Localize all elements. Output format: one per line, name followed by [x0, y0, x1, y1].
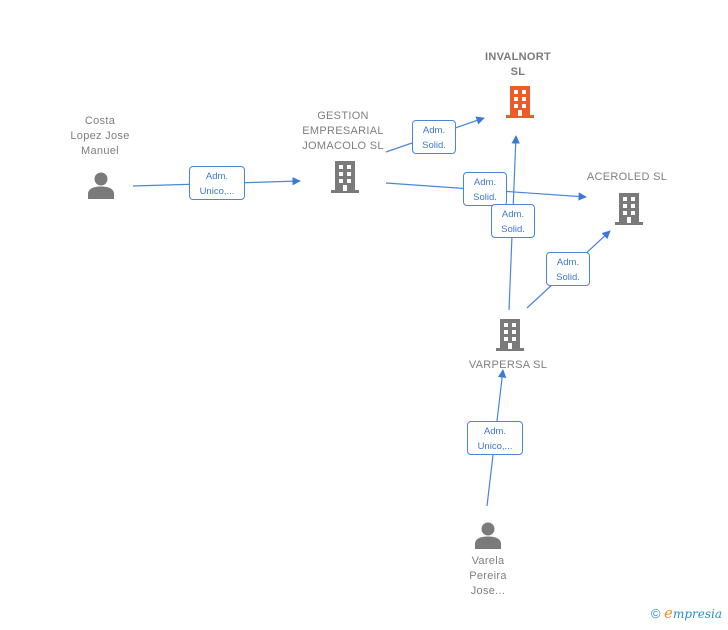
- edge-label-varpersa-invalnort[interactable]: Adm. Solid.: [491, 204, 535, 238]
- node-label: Varela Pereira Jose...: [469, 555, 507, 597]
- building-icon[interactable]: [613, 192, 645, 226]
- edge-label-costa-gestion[interactable]: Adm. Unico,...: [189, 166, 245, 200]
- brand-name: empresia: [664, 604, 722, 622]
- edge-label-line1: Adm.: [556, 257, 580, 268]
- building-icon[interactable]: [494, 318, 526, 352]
- person-icon[interactable]: [86, 170, 116, 200]
- node-person-varela[interactable]: Varela Pereira Jose...: [438, 554, 538, 599]
- node-label: Costa Lopez Jose Manuel: [70, 115, 130, 157]
- edge-label-gestion-aceroled[interactable]: Adm. Solid.: [463, 172, 507, 206]
- brand-rest: mpresia: [672, 607, 722, 621]
- copyright-icon: ©: [650, 606, 661, 621]
- edge-label-line2: Solid.: [501, 224, 525, 235]
- edge-label-varpersa-aceroled[interactable]: Adm. Solid.: [546, 252, 590, 286]
- edge-label-line1: Adm.: [473, 177, 497, 188]
- edge-label-line1: Adm.: [422, 125, 446, 136]
- node-company-invalnort[interactable]: INVALNORT SL: [468, 50, 568, 80]
- empresia-logo: © empresia: [651, 604, 722, 622]
- edge-label-line1: Adm.: [205, 171, 229, 182]
- node-person-costa[interactable]: Costa Lopez Jose Manuel: [54, 114, 146, 159]
- building-icon[interactable]: [329, 160, 361, 194]
- node-label: INVALNORT SL: [484, 51, 552, 78]
- edge-label-varela-varpersa[interactable]: Adm. Unico,...: [467, 421, 523, 455]
- building-icon-highlighted[interactable]: [504, 85, 536, 119]
- edge-label-line1: Adm.: [483, 426, 507, 437]
- node-company-aceroled[interactable]: ACEROLED SL: [577, 170, 677, 185]
- edge-label-line2: Solid.: [556, 272, 580, 283]
- node-label: GESTION EMPRESARIAL JOMACOLO SL: [302, 110, 384, 152]
- edge-label-gestion-invalnort[interactable]: Adm. Solid.: [412, 120, 456, 154]
- edge-label-line2: Unico,...: [199, 186, 235, 197]
- edge-label-line2: Solid.: [422, 140, 446, 151]
- node-label: VARPERSA SL: [468, 359, 548, 371]
- edge-label-line2: Unico,...: [477, 441, 513, 452]
- edge-label-line1: Adm.: [501, 209, 525, 220]
- edge-label-line2: Solid.: [473, 192, 497, 203]
- node-company-varpersa[interactable]: VARPERSA SL: [458, 358, 558, 373]
- node-company-gestion[interactable]: GESTION EMPRESARIAL JOMACOLO SL: [288, 109, 398, 154]
- brand-initial: e: [664, 604, 673, 622]
- person-icon[interactable]: [473, 520, 503, 550]
- node-label: ACEROLED SL: [586, 171, 668, 183]
